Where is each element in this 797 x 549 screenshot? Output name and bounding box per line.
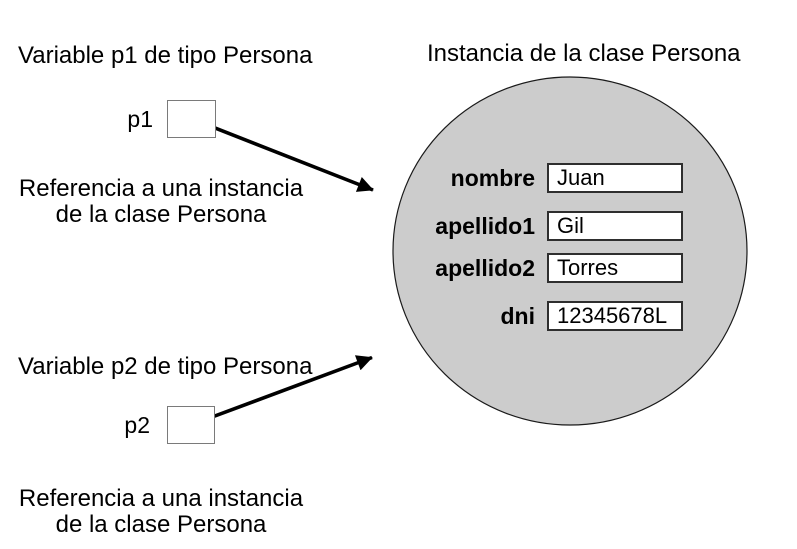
field-label: nombre — [450, 164, 535, 191]
instance-heading: Instancia de la clase Persona — [427, 40, 741, 67]
p2-variable-name: p2 — [124, 411, 150, 438]
field-label: dni — [500, 302, 536, 329]
p1-heading: Variable p1 de tipo Persona — [18, 42, 313, 69]
field-value: Torres — [557, 255, 619, 280]
p1-reference-arrow — [195, 118, 374, 192]
p2-heading: Variable p2 de tipo Persona — [18, 353, 313, 380]
p1-caption: Referencia a una instancia de la clase P… — [8, 176, 314, 228]
field-value: Juan — [557, 165, 605, 190]
field-value-box: Juan — [547, 163, 683, 193]
p1-variable-box — [167, 100, 216, 138]
field-row-apellido2: apellido2 Torres — [380, 253, 683, 283]
p2-variable-box — [167, 406, 215, 444]
field-label: apellido2 — [435, 254, 535, 281]
p2-reference-arrow — [195, 355, 373, 425]
p2-caption-line1: Referencia a una instancia — [18, 485, 304, 512]
field-label: apellido1 — [435, 212, 535, 239]
p2-caption: Referencia a una instancia de la clase P… — [8, 486, 314, 538]
field-value: Gil — [557, 213, 584, 238]
field-value-box: Torres — [547, 253, 683, 283]
field-value: 12345678L — [557, 303, 668, 328]
persona-instance-circle — [392, 76, 748, 426]
p1-variable-name: p1 — [127, 105, 153, 132]
field-value-box: Gil — [547, 211, 683, 241]
p2-caption-line2: de la clase Persona — [55, 511, 267, 538]
field-row-dni: dni 12345678L — [380, 301, 683, 331]
field-value-box: 12345678L — [547, 301, 683, 331]
p1-caption-line1: Referencia a una instancia — [18, 175, 304, 202]
field-row-nombre: nombre Juan — [380, 163, 683, 193]
field-row-apellido1: apellido1 Gil — [380, 211, 683, 241]
p1-caption-line2: de la clase Persona — [55, 201, 267, 228]
